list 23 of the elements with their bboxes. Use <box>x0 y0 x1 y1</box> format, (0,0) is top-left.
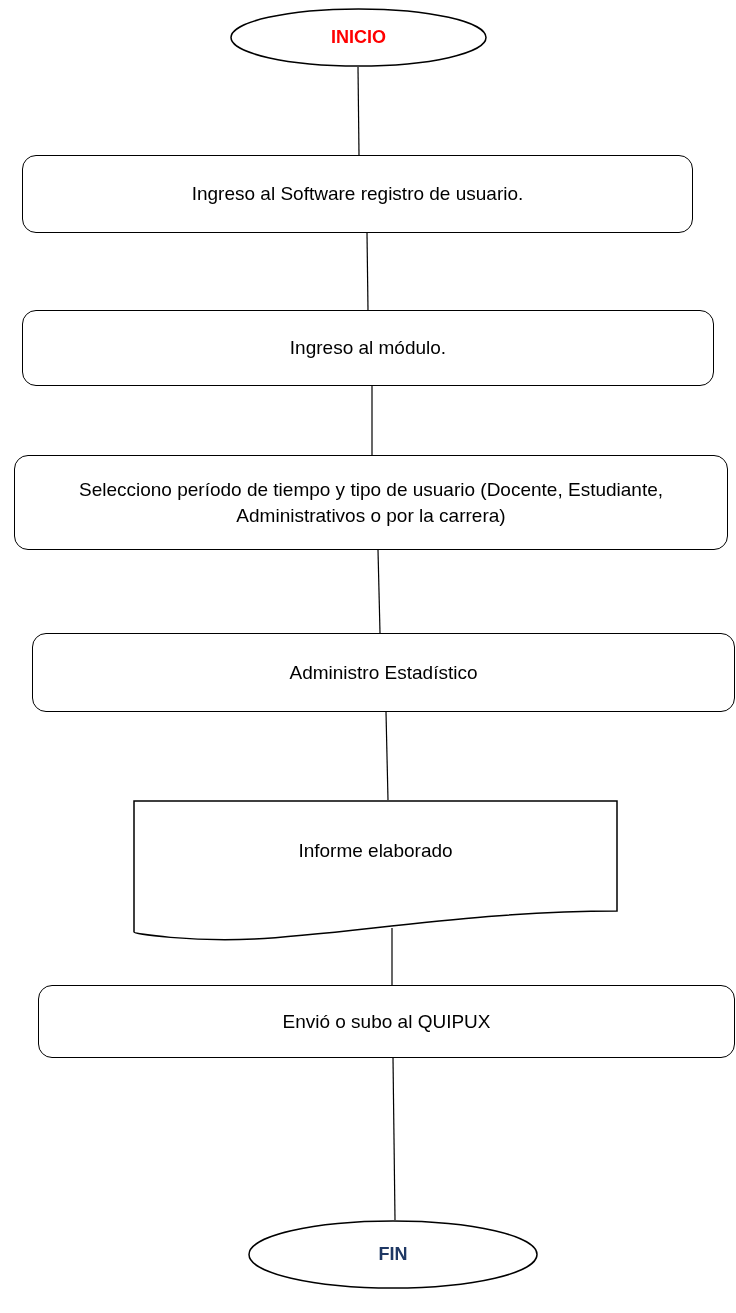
process-box <box>38 985 735 1058</box>
process-box <box>22 310 714 386</box>
step-label: Administro Estadístico <box>288 660 479 685</box>
connector-line <box>377 549 381 634</box>
step-label: Ingreso al Software registro de usuario. <box>190 182 525 207</box>
terminal-label: INICIO <box>330 26 387 50</box>
process-box <box>32 633 735 712</box>
step-label: Selecciono período de tiempo y tipo de usuario (Docente, Estudiante, Administrativos o por la carrera) <box>77 477 665 528</box>
step-label: Ingreso al módulo. <box>288 336 448 361</box>
connector-line <box>371 385 373 456</box>
connector-line <box>366 232 369 311</box>
connector-line <box>392 1057 396 1221</box>
terminal-ellipse <box>248 1220 538 1289</box>
connector-line <box>357 66 360 156</box>
terminal-label: FIN <box>377 1243 409 1267</box>
process-box <box>14 455 728 550</box>
step-label: Informe elaborado <box>297 839 454 863</box>
document-shape <box>133 800 618 940</box>
process-box <box>22 155 693 233</box>
step-label: Envió o subo al QUIPUX <box>281 1009 492 1034</box>
connector-line <box>385 711 389 801</box>
connector-line <box>391 927 393 986</box>
terminal-ellipse <box>230 8 487 67</box>
